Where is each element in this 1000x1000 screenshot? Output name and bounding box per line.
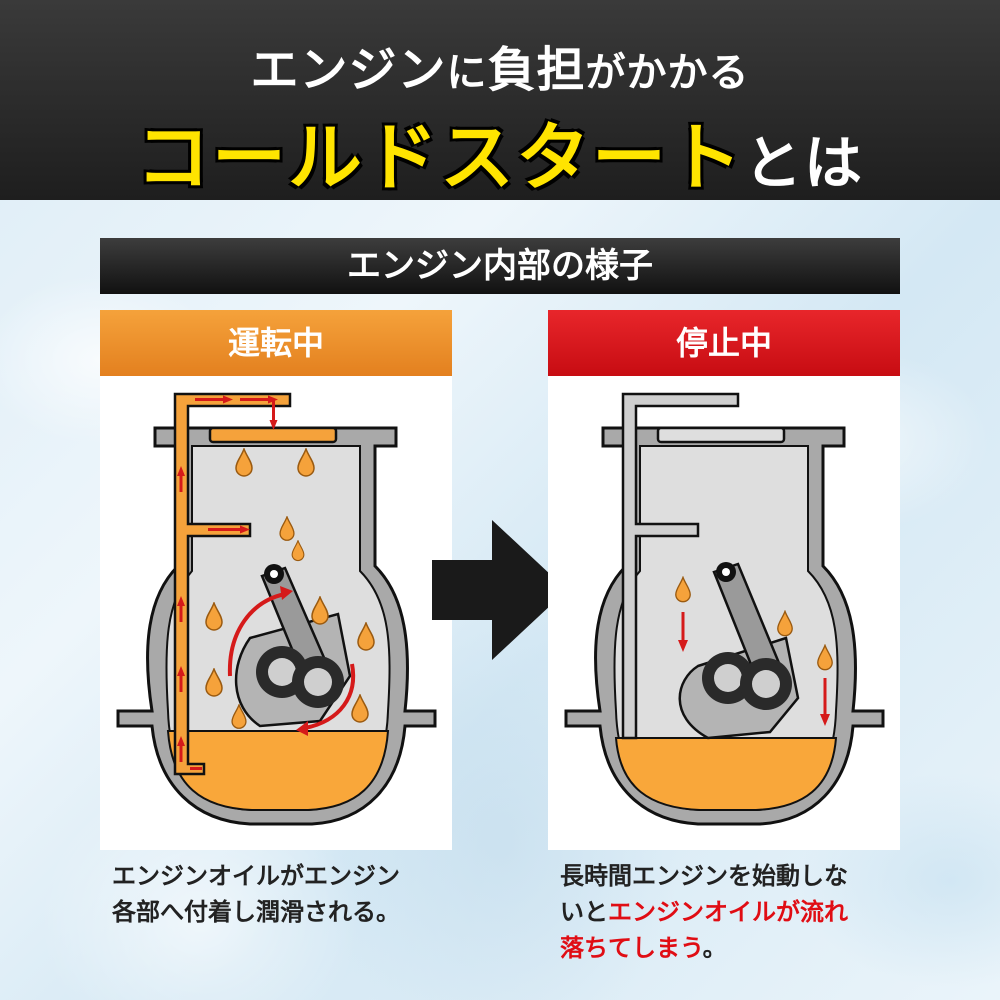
flow-arrow-icon xyxy=(678,612,830,726)
transition-arrow-icon xyxy=(432,520,567,660)
oil-pipe xyxy=(173,392,292,776)
oil-rail xyxy=(656,426,786,444)
stopped-caption-emphasis: エンジンオイルが流れ xyxy=(608,898,848,926)
stopped-caption: 長時間エンジンを始動しな いとエンジンオイルが流れ 落ちてしまう。 xyxy=(560,858,912,966)
oil-rail xyxy=(208,426,338,444)
oil-pool xyxy=(614,737,838,811)
title-highlight: コールドスタート xyxy=(135,115,744,201)
stopped-engine-illustration xyxy=(564,392,885,826)
crankshaft xyxy=(234,564,352,728)
oil-pipe xyxy=(621,392,740,740)
panel-label-stopped: 停止中 xyxy=(548,310,900,376)
stopped-caption-emphasis-2: 落ちてしまう xyxy=(560,934,703,962)
title-suffix: とは xyxy=(743,129,864,197)
running-engine-illustration xyxy=(116,392,437,826)
title-particle-ni: に xyxy=(446,50,488,96)
running-caption: エンジンオイルがエンジン 各部へ付着し潤滑される。 xyxy=(112,858,464,930)
panel-label-running: 運転中 xyxy=(100,310,452,376)
flow-arrow-icon xyxy=(227,592,286,677)
section-title: エンジン内部の様子 xyxy=(100,238,900,294)
title-line-1: エンジンに負担がかかる xyxy=(0,30,1000,100)
title-word-kakaru: がかかる xyxy=(585,50,750,96)
stopped-caption-line-2: いとエンジンオイルが流れ xyxy=(560,894,912,930)
stopped-caption-line-3: 落ちてしまう。 xyxy=(560,930,912,966)
stopped-caption-plain: いと xyxy=(560,898,608,926)
stopped-caption-period: 。 xyxy=(702,934,727,962)
crankshaft xyxy=(678,562,800,740)
oil-pool xyxy=(166,730,390,811)
running-caption-line-2: 各部へ付着し潤滑される。 xyxy=(112,898,400,926)
title-word-engine: エンジン xyxy=(250,42,447,98)
running-caption-line-1: エンジンオイルがエンジン xyxy=(112,862,400,890)
stopped-engine-panel xyxy=(548,376,900,850)
stopped-caption-line-1: 長時間エンジンを始動しな xyxy=(560,862,848,890)
running-engine-panel xyxy=(100,376,452,850)
title-line-2: コールドスタートとは xyxy=(0,98,1000,205)
flow-arrow-icon xyxy=(304,663,356,730)
flow-arrow-icon xyxy=(177,395,278,770)
title-word-burden: 負担 xyxy=(487,42,586,98)
header-banner: エンジンに負担がかかる コールドスタートとは xyxy=(0,0,1000,201)
